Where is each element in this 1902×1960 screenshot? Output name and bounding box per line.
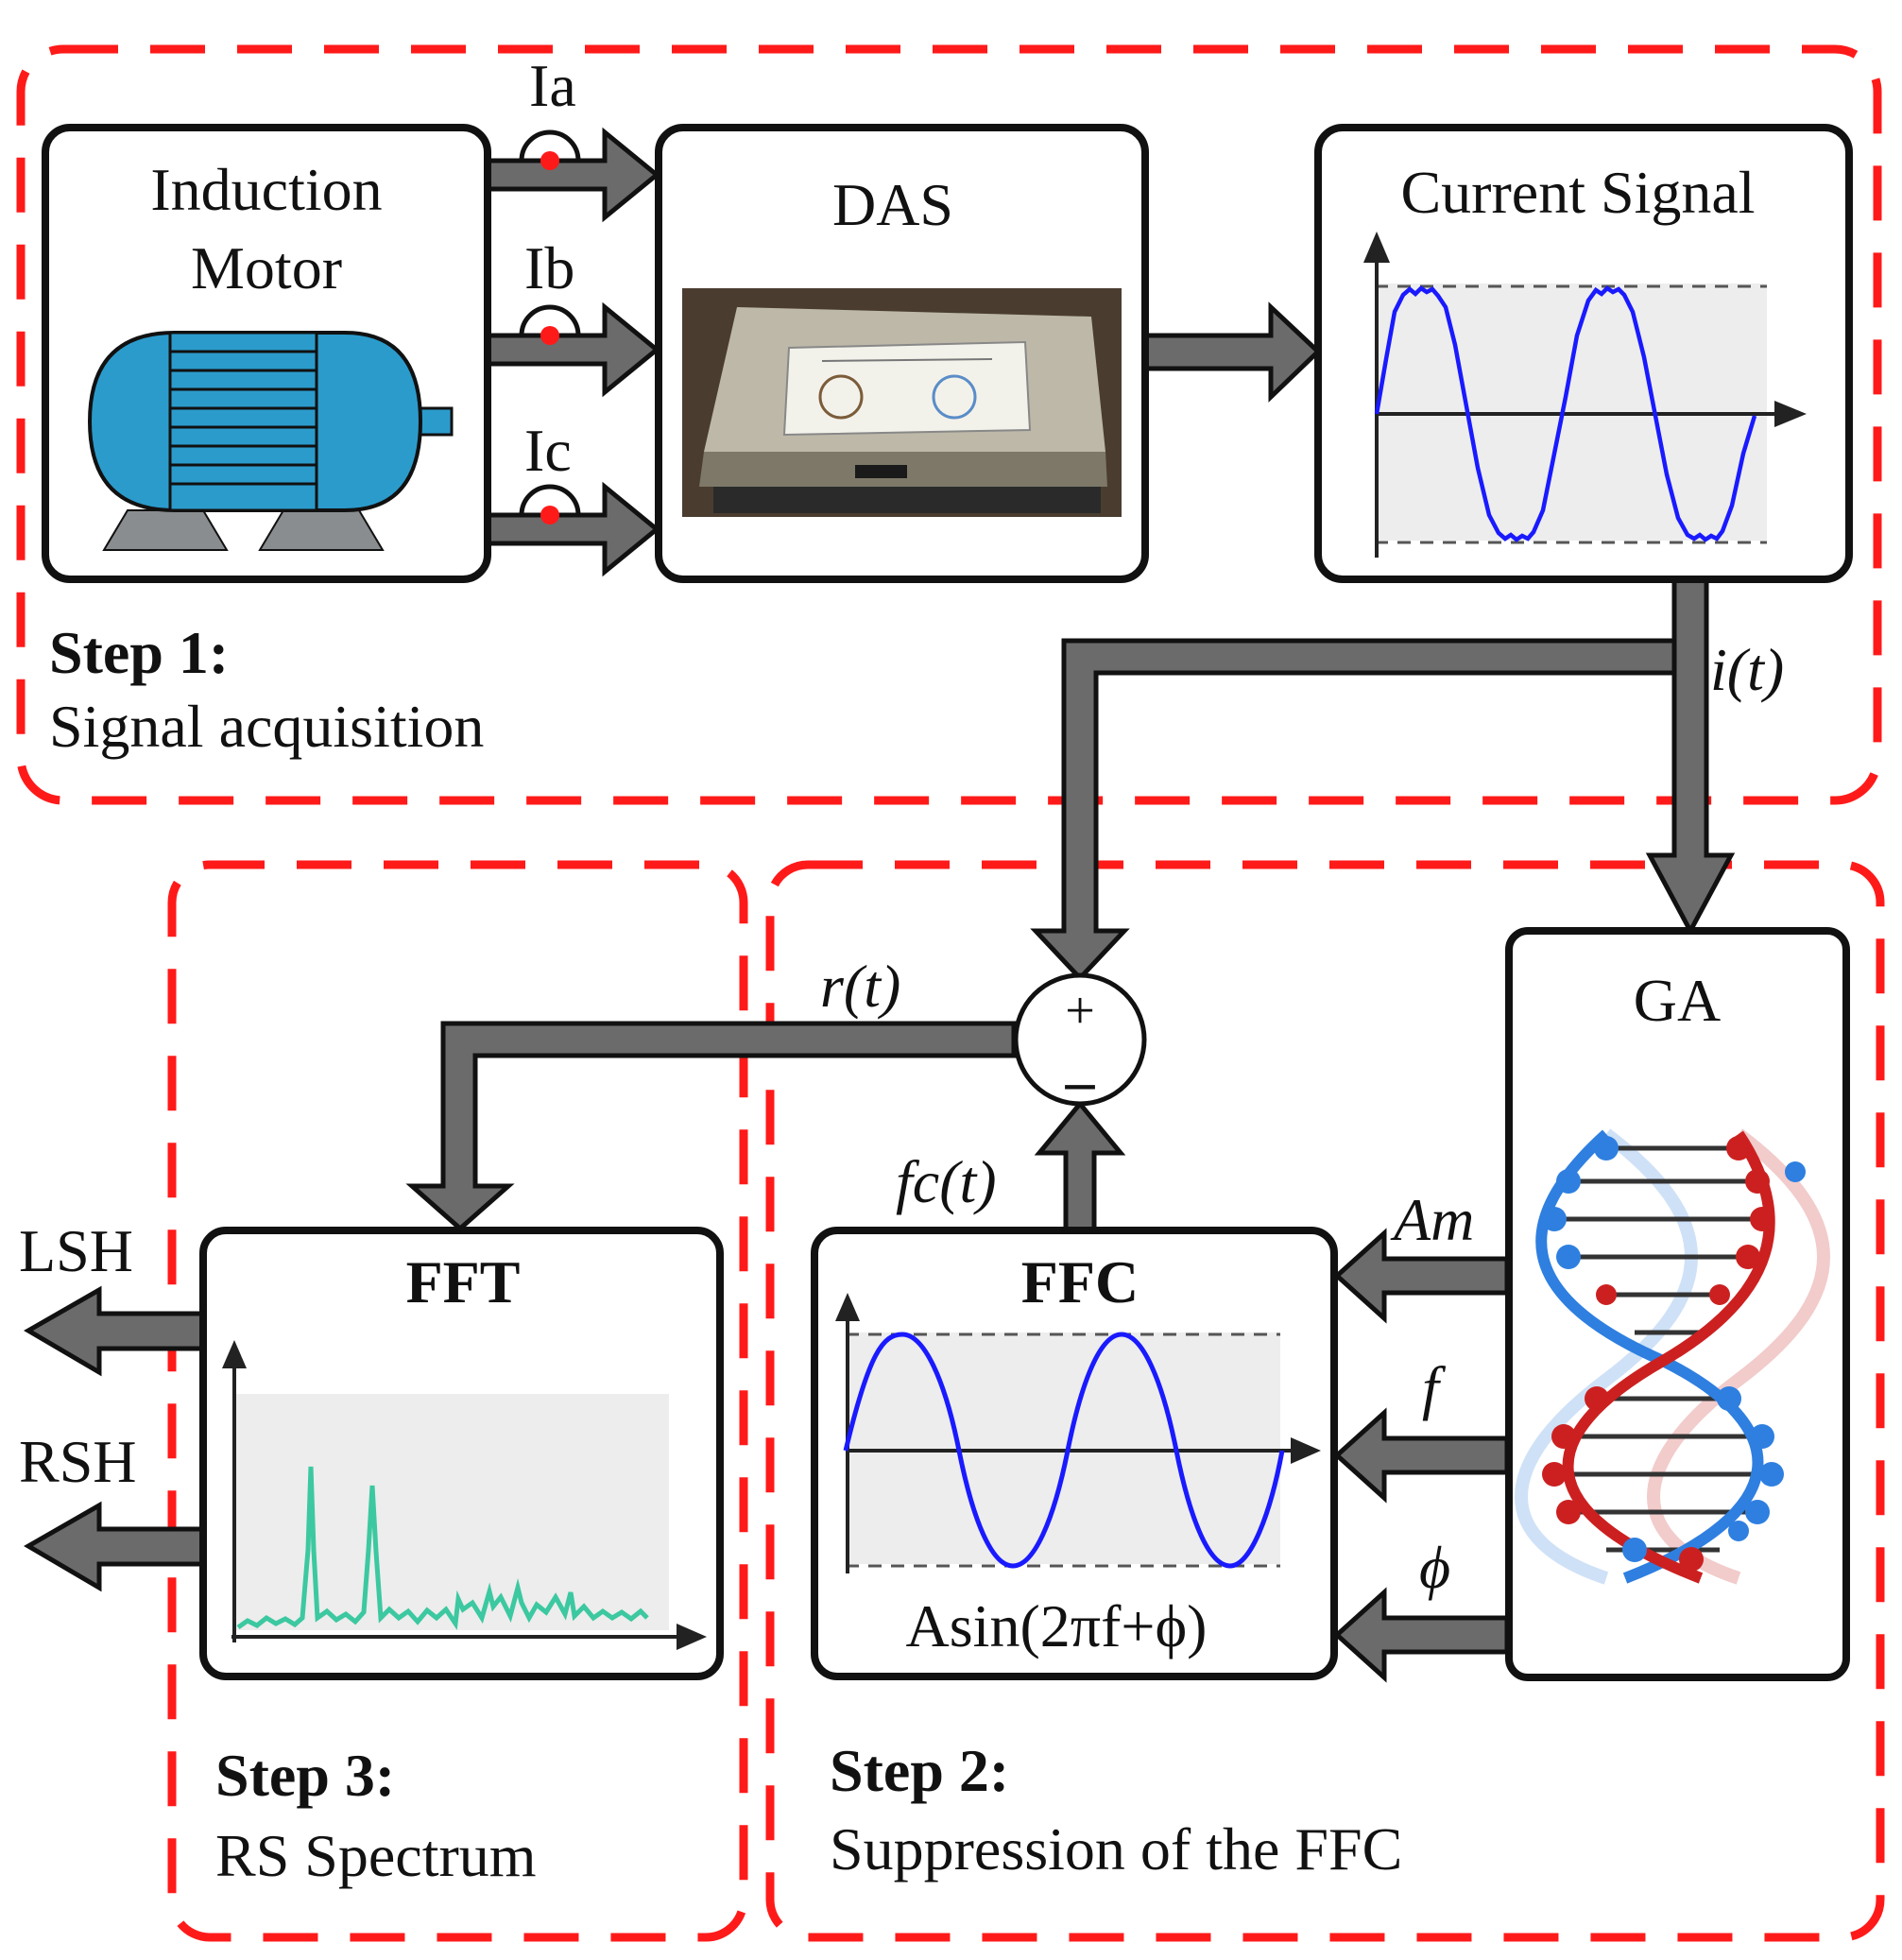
am-param-label: Am <box>1390 1186 1474 1253</box>
ga-title: GA <box>1634 967 1721 1034</box>
rt-to-fft-arrow <box>405 1021 1017 1232</box>
motor-label-line1: Induction <box>150 156 382 223</box>
fft-spectrum-line <box>236 1466 649 1631</box>
das-title: DAS <box>832 171 953 238</box>
phi-param-label: ϕ <box>1419 1534 1450 1601</box>
f-param-label: f <box>1422 1354 1447 1421</box>
current-signal-plot <box>1363 232 1807 558</box>
phase-c-label: Ic <box>524 417 572 484</box>
signal-to-sum-arrow <box>1030 638 1677 982</box>
step3-region <box>167 860 748 1942</box>
am-param-arrow <box>1333 1228 1510 1324</box>
summing-junction <box>1013 972 1147 1107</box>
motor-label-line2: Motor <box>191 234 342 301</box>
summing-plus-sign: + <box>1065 982 1095 1040</box>
phase-a-label: Ia <box>529 52 576 119</box>
ffc-title: FFC <box>1021 1248 1139 1315</box>
step2-region <box>765 860 1885 1942</box>
phase-b-label: Ib <box>524 234 574 301</box>
rsh-output-label: RSH <box>19 1428 137 1495</box>
step2-subtitle: Suppression of the FFC <box>830 1815 1402 1883</box>
lsh-output-label: LSH <box>19 1217 133 1284</box>
fft-spectrum-plot <box>222 1340 707 1650</box>
current-signal-title: Current Signal <box>1400 159 1755 226</box>
step1-title: Step 1: <box>49 619 229 686</box>
das-device-photo <box>682 288 1122 517</box>
ffc-sine-wave <box>843 1332 1285 1569</box>
current-probe-c <box>519 484 581 524</box>
ffc-formula: Asin(2πf+ϕ) <box>906 1592 1208 1659</box>
step2-title: Step 2: <box>830 1737 1009 1804</box>
phase-a-arrow <box>486 127 660 223</box>
phase-c-arrow <box>486 481 660 577</box>
step1-region <box>16 44 1882 805</box>
das-to-signal-arrow <box>1142 301 1322 403</box>
fft-title: FFT <box>406 1248 521 1315</box>
current-probe-a <box>519 129 581 170</box>
f-param-arrow <box>1333 1407 1510 1504</box>
current-probe-b <box>519 304 581 345</box>
step3-title: Step 3: <box>215 1742 395 1809</box>
phi-param-arrow <box>1333 1587 1510 1683</box>
it-signal-label: i(t) <box>1710 636 1784 703</box>
ffc-sine-plot <box>835 1293 1321 1573</box>
step1-subtitle: Signal acquisition <box>49 693 484 760</box>
dna-helix-image <box>1515 1128 1830 1585</box>
fct-signal-label: fc(t) <box>896 1148 997 1215</box>
motor-icon <box>87 331 454 551</box>
summing-minus-sign: – <box>1065 1050 1096 1114</box>
rt-signal-label: r(t) <box>820 953 900 1020</box>
signal-to-ga-arrow <box>1645 576 1736 937</box>
rsh-output-arrow <box>24 1501 206 1592</box>
current-signal-wave <box>1374 285 1757 542</box>
lsh-output-arrow <box>24 1285 206 1377</box>
fct-to-sum-arrow <box>1034 1100 1126 1233</box>
step3-subtitle: RS Spectrum <box>215 1822 537 1889</box>
phase-b-arrow <box>486 301 660 398</box>
